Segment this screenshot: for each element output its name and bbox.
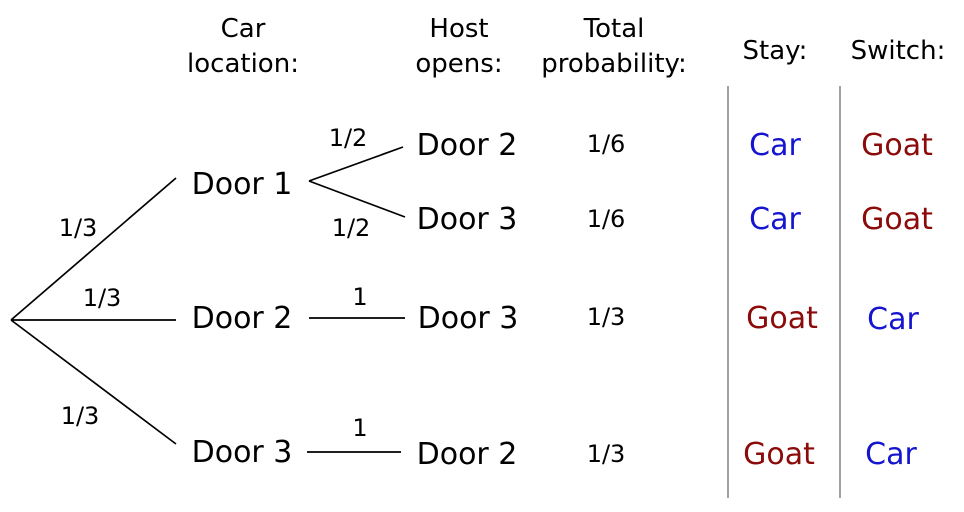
switch-outcome-row-1: Goat <box>861 128 933 163</box>
header-host-opens-line1: Host <box>429 14 488 44</box>
prob-host-2: 1 <box>352 283 367 311</box>
host-opens-door-2-row-1: Door 2 <box>417 128 518 163</box>
stay-outcomes: Car Car Goat Goat <box>743 128 818 472</box>
total-prob-row-1: 1/6 <box>587 130 626 158</box>
switch-outcome-row-4: Car <box>865 437 917 472</box>
edge-root-to-door-1 <box>10 177 177 321</box>
stay-outcome-row-4: Goat <box>743 437 815 472</box>
car-location-door-2: Door 2 <box>192 301 293 336</box>
prob-host-1-b: 1/2 <box>332 214 371 242</box>
host-opens-nodes: Door 2 Door 3 Door 3 Door 2 <box>417 128 519 472</box>
header-switch: Switch: <box>851 36 946 66</box>
car-probabilities: 1/3 1/3 1/3 <box>59 214 122 430</box>
edge-root-to-door-3 <box>10 319 177 445</box>
column-headers: Car location: Host opens: Total probabil… <box>187 14 945 79</box>
host-probabilities: 1/2 1/2 1 1 <box>329 124 371 442</box>
car-location-door-3: Door 3 <box>192 435 293 470</box>
header-total-probability-line1: Total <box>583 14 645 44</box>
switch-outcomes: Goat Goat Car Car <box>861 128 933 472</box>
prob-host-3: 1 <box>352 414 367 442</box>
stay-outcome-row-3: Goat <box>746 301 818 336</box>
car-location-door-1: Door 1 <box>192 167 293 202</box>
stay-outcome-row-1: Car <box>749 128 801 163</box>
total-prob-row-3: 1/3 <box>587 303 626 331</box>
prob-door-1: 1/3 <box>59 214 98 242</box>
car-location-nodes: Door 1 Door 2 Door 3 <box>192 167 293 470</box>
prob-door-3: 1/3 <box>61 402 100 430</box>
switch-outcome-row-2: Goat <box>861 202 933 237</box>
host-opens-door-2-row-4: Door 2 <box>417 437 518 472</box>
host-opens-door-3-row-3: Door 3 <box>418 301 519 336</box>
header-car-location-line1: Car <box>221 14 266 44</box>
total-probabilities: 1/6 1/6 1/3 1/3 <box>587 130 626 468</box>
header-car-location-line2: location: <box>187 49 299 79</box>
prob-door-2: 1/3 <box>83 284 122 312</box>
edge-door-1-to-host-door-3 <box>308 180 406 218</box>
header-host-opens-line2: opens: <box>415 49 502 79</box>
header-total-probability-line2: probability: <box>541 49 687 79</box>
switch-outcome-row-3: Car <box>867 302 919 337</box>
total-prob-row-2: 1/6 <box>587 205 626 233</box>
tree-edges <box>10 146 406 453</box>
stay-outcome-row-2: Car <box>749 202 801 237</box>
total-prob-row-4: 1/3 <box>587 440 626 468</box>
header-stay: Stay: <box>743 36 808 66</box>
host-opens-door-3-row-2: Door 3 <box>417 202 518 237</box>
prob-host-1-a: 1/2 <box>329 124 368 152</box>
edge-door-1-to-host-door-2 <box>308 146 404 182</box>
